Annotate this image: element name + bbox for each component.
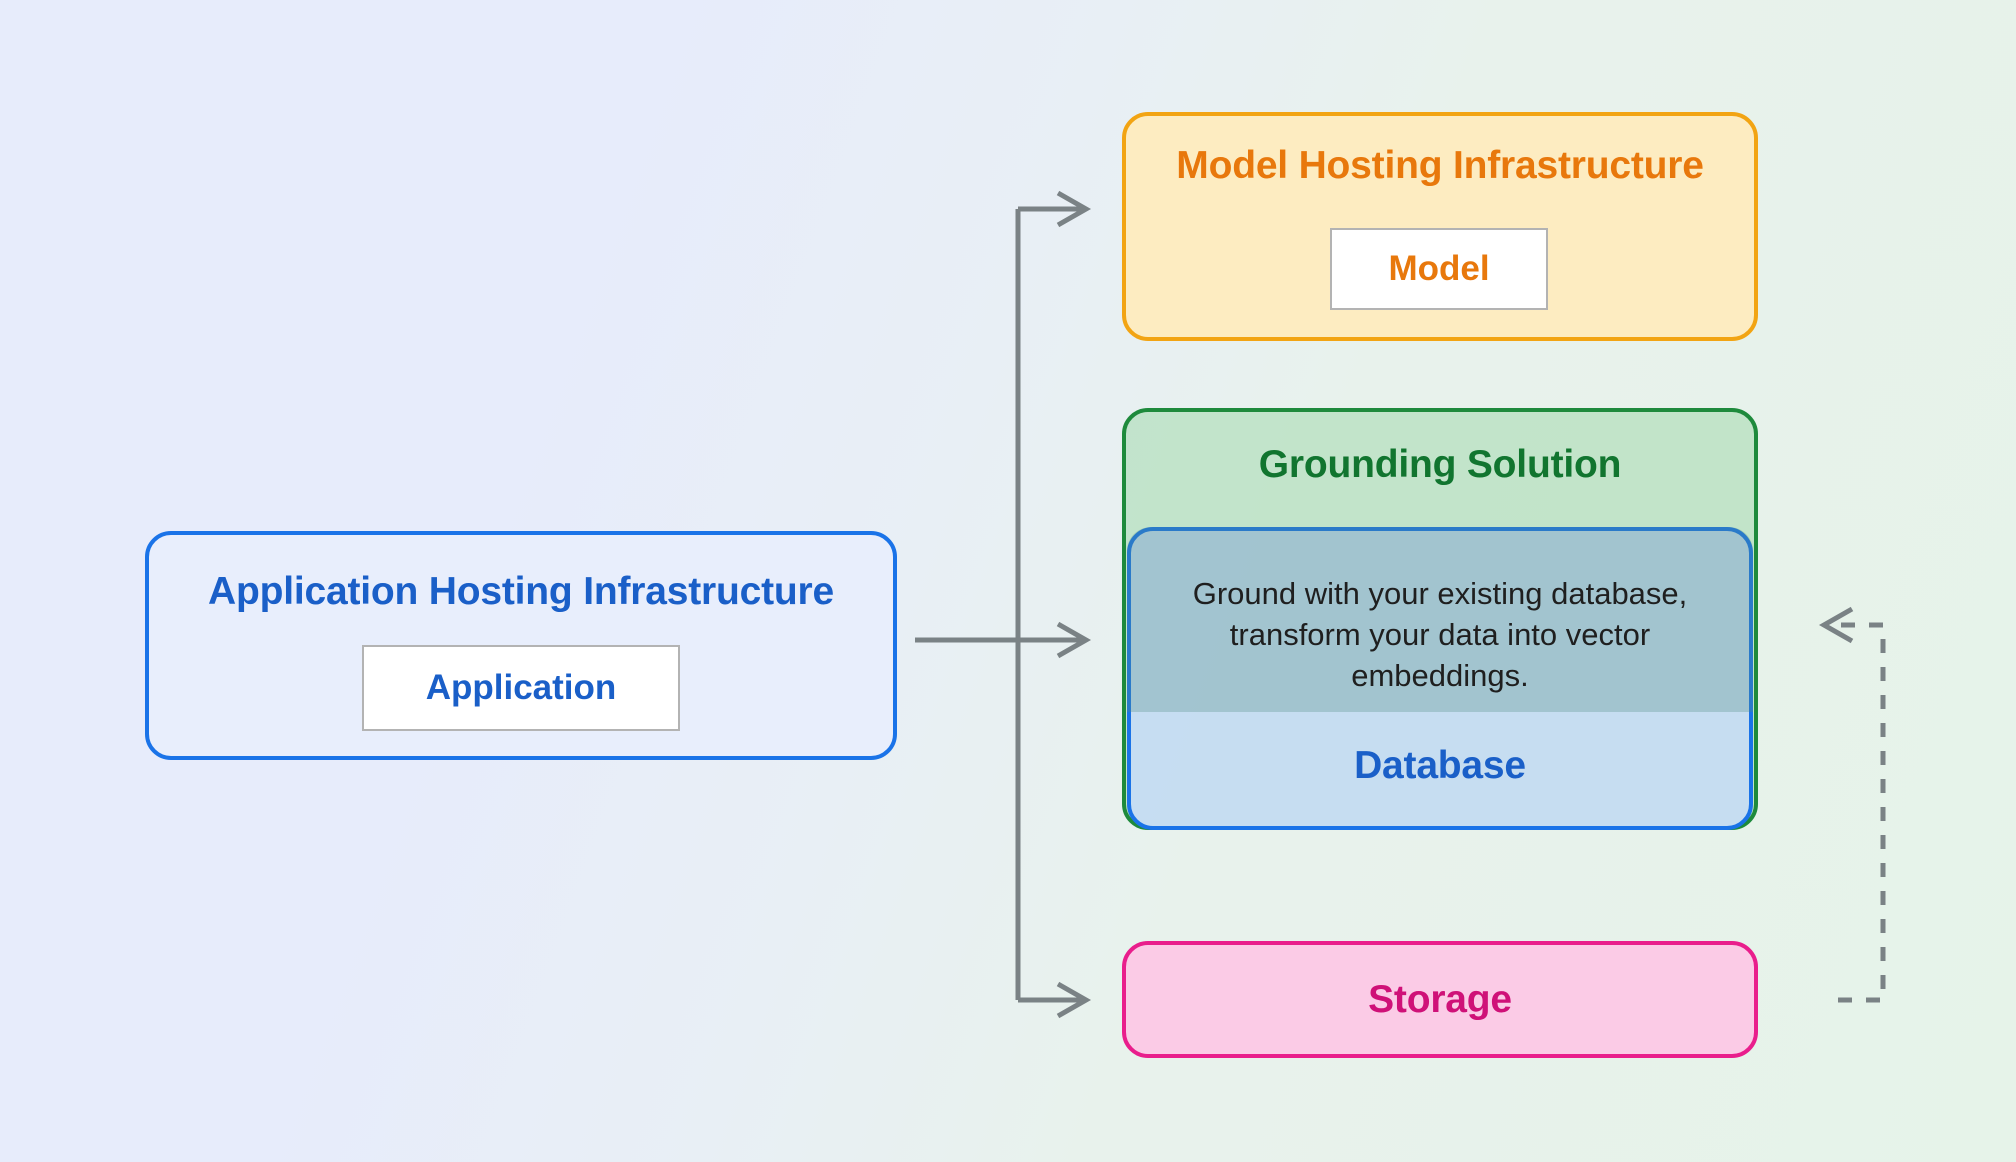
app-chip-label: Application	[425, 668, 617, 707]
node-storage[interactable]: Storage	[1122, 941, 1758, 1058]
node-model-hosting-infrastructure[interactable]: Model Hosting Infrastructure	[1122, 112, 1758, 341]
grounding-title: Grounding Solution	[1258, 443, 1622, 486]
chip-model[interactable]: Model	[1330, 228, 1548, 310]
arrowhead-database-return-icon	[1818, 606, 1854, 644]
model-chip-label: Model	[1388, 249, 1490, 288]
storage-title: Storage	[1368, 977, 1512, 1021]
arrowhead-storage-icon	[1056, 981, 1092, 1019]
grounding-description: Ground with your existing database, tran…	[1192, 576, 1688, 693]
arrowhead-model-icon	[1056, 190, 1092, 228]
node-database[interactable]: Database	[1127, 527, 1753, 830]
connector-storage-to-database-dashed	[1836, 622, 1886, 1003]
app-host-title: Application Hosting Infrastructure	[208, 570, 834, 613]
chip-application[interactable]: Application	[362, 645, 680, 731]
model-host-title: Model Hosting Infrastructure	[1176, 144, 1704, 187]
arrowhead-grounding-icon	[1056, 621, 1092, 659]
database-title: Database	[1354, 744, 1526, 787]
